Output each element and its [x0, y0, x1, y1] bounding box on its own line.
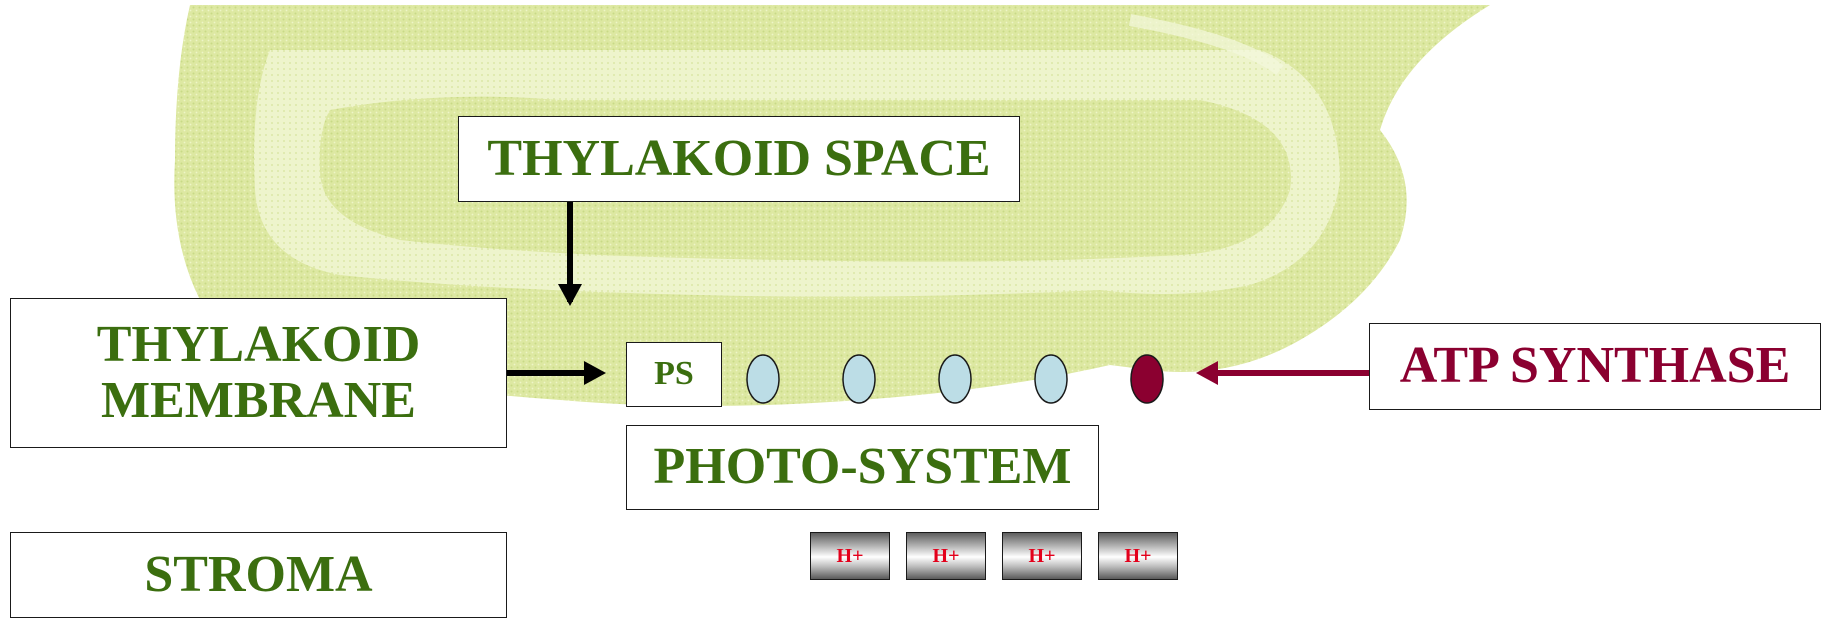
thylakoid-membrane-text: THYLAKOID MEMBRANE — [96, 315, 421, 429]
ps-label: PS — [626, 342, 722, 407]
electron-carrier — [746, 354, 780, 404]
thylakoid-membrane-label: THYLAKOID MEMBRANE — [10, 298, 507, 448]
electron-carrier — [938, 354, 972, 404]
stroma-text: STROMA — [144, 545, 373, 603]
photo-system-label: PHOTO-SYSTEM — [626, 425, 1099, 510]
thylakoid-membrane-line-1: THYLAKOID — [96, 315, 421, 373]
electron-carrier — [842, 354, 876, 404]
atp-arrowhead — [1196, 361, 1218, 385]
proton-label: H+ — [1124, 544, 1152, 567]
ps-text: PS — [654, 355, 694, 393]
photo-system-text: PHOTO-SYSTEM — [653, 438, 1072, 496]
space-arrowhead — [558, 284, 582, 306]
atp-synthase-protein — [1130, 354, 1164, 404]
proton-box: H+ — [906, 532, 986, 580]
atp-synthase-label: ATP SYNTHASE — [1369, 323, 1821, 410]
proton-label: H+ — [1028, 544, 1056, 567]
membrane-arrowhead — [584, 361, 606, 385]
thylakoid-membrane-line-2: MEMBRANE — [101, 372, 416, 429]
proton-box: H+ — [1098, 532, 1178, 580]
proton-label: H+ — [932, 544, 960, 567]
proton-box: H+ — [810, 532, 890, 580]
atp-synthase-text: ATP SYNTHASE — [1399, 337, 1791, 395]
stroma-label: STROMA — [10, 532, 507, 618]
thylakoid-space-label: THYLAKOID SPACE — [458, 116, 1020, 202]
electron-carrier — [1034, 354, 1068, 404]
proton-box: H+ — [1002, 532, 1082, 580]
proton-label: H+ — [836, 544, 864, 567]
thylakoid-space-text: THYLAKOID SPACE — [487, 129, 991, 187]
